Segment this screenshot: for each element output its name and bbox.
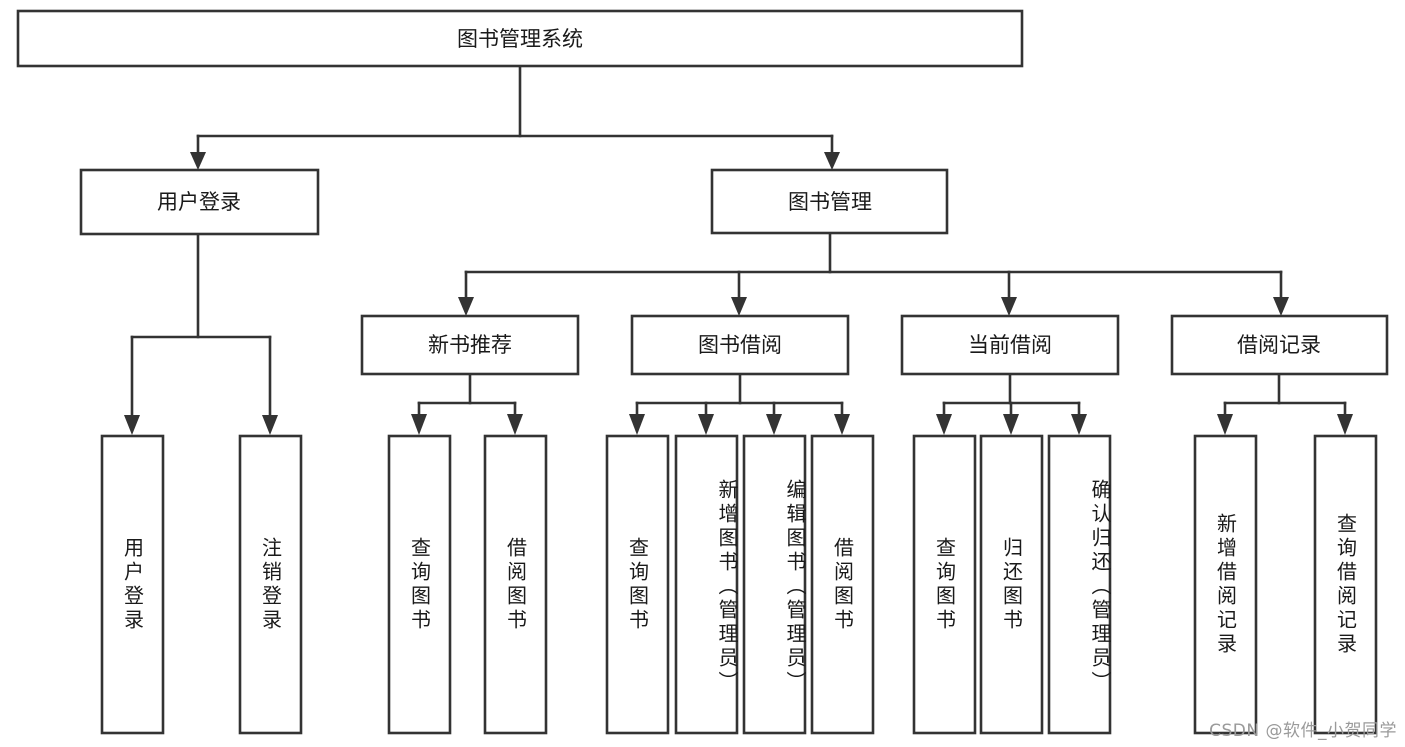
connector-newbook-to-leaves — [411, 372, 523, 435]
watermark: CSDN @软件_小贺同学 — [1209, 721, 1397, 741]
node-root[interactable]: 图书管理系统 — [16, 9, 1024, 68]
leaf-node[interactable] — [238, 434, 303, 735]
node-book-management[interactable]: 图书管理 — [710, 168, 949, 235]
leaf-node[interactable] — [1193, 434, 1258, 735]
leaf-node[interactable] — [100, 434, 165, 735]
node-new-book-recommend[interactable]: 新书推荐 — [360, 314, 580, 376]
connector-currentborrow-to-leaves — [936, 372, 1087, 435]
leaf-node[interactable] — [605, 434, 670, 735]
node-book-borrow[interactable]: 图书借阅 — [630, 314, 850, 376]
node-borrow-record[interactable]: 借阅记录 — [1170, 314, 1389, 376]
node-book-borrow-label: 图书借阅 — [698, 333, 782, 357]
node-borrow-record-label: 借阅记录 — [1237, 333, 1321, 357]
leaf-node[interactable] — [912, 434, 977, 735]
connector-root-to-level2 — [190, 64, 840, 170]
connector-userlogin-to-leaves — [124, 232, 278, 435]
node-current-borrow[interactable]: 当前借阅 — [900, 314, 1120, 376]
leaf-node[interactable] — [387, 434, 452, 735]
leaf-node[interactable] — [1047, 434, 1112, 735]
leaf-node[interactable] — [979, 434, 1044, 735]
connector-bookmgmt-to-level3 — [458, 231, 1289, 316]
connector-bookborrow-to-leaves — [629, 372, 850, 435]
node-book-management-label: 图书管理 — [788, 190, 872, 214]
connector-borrowrecord-to-leaves — [1217, 372, 1353, 435]
leaf-node[interactable] — [742, 434, 807, 735]
leaf-node[interactable] — [674, 434, 739, 735]
node-new-book-recommend-label: 新书推荐 — [428, 333, 512, 357]
node-user-login[interactable]: 用户登录 — [79, 168, 320, 236]
leaf-node[interactable] — [1313, 434, 1378, 735]
leaf-node[interactable] — [483, 434, 548, 735]
leaf-node[interactable] — [810, 434, 875, 735]
node-root-label: 图书管理系统 — [457, 27, 583, 51]
node-current-borrow-label: 当前借阅 — [968, 333, 1052, 357]
node-user-login-label: 用户登录 — [157, 190, 241, 214]
